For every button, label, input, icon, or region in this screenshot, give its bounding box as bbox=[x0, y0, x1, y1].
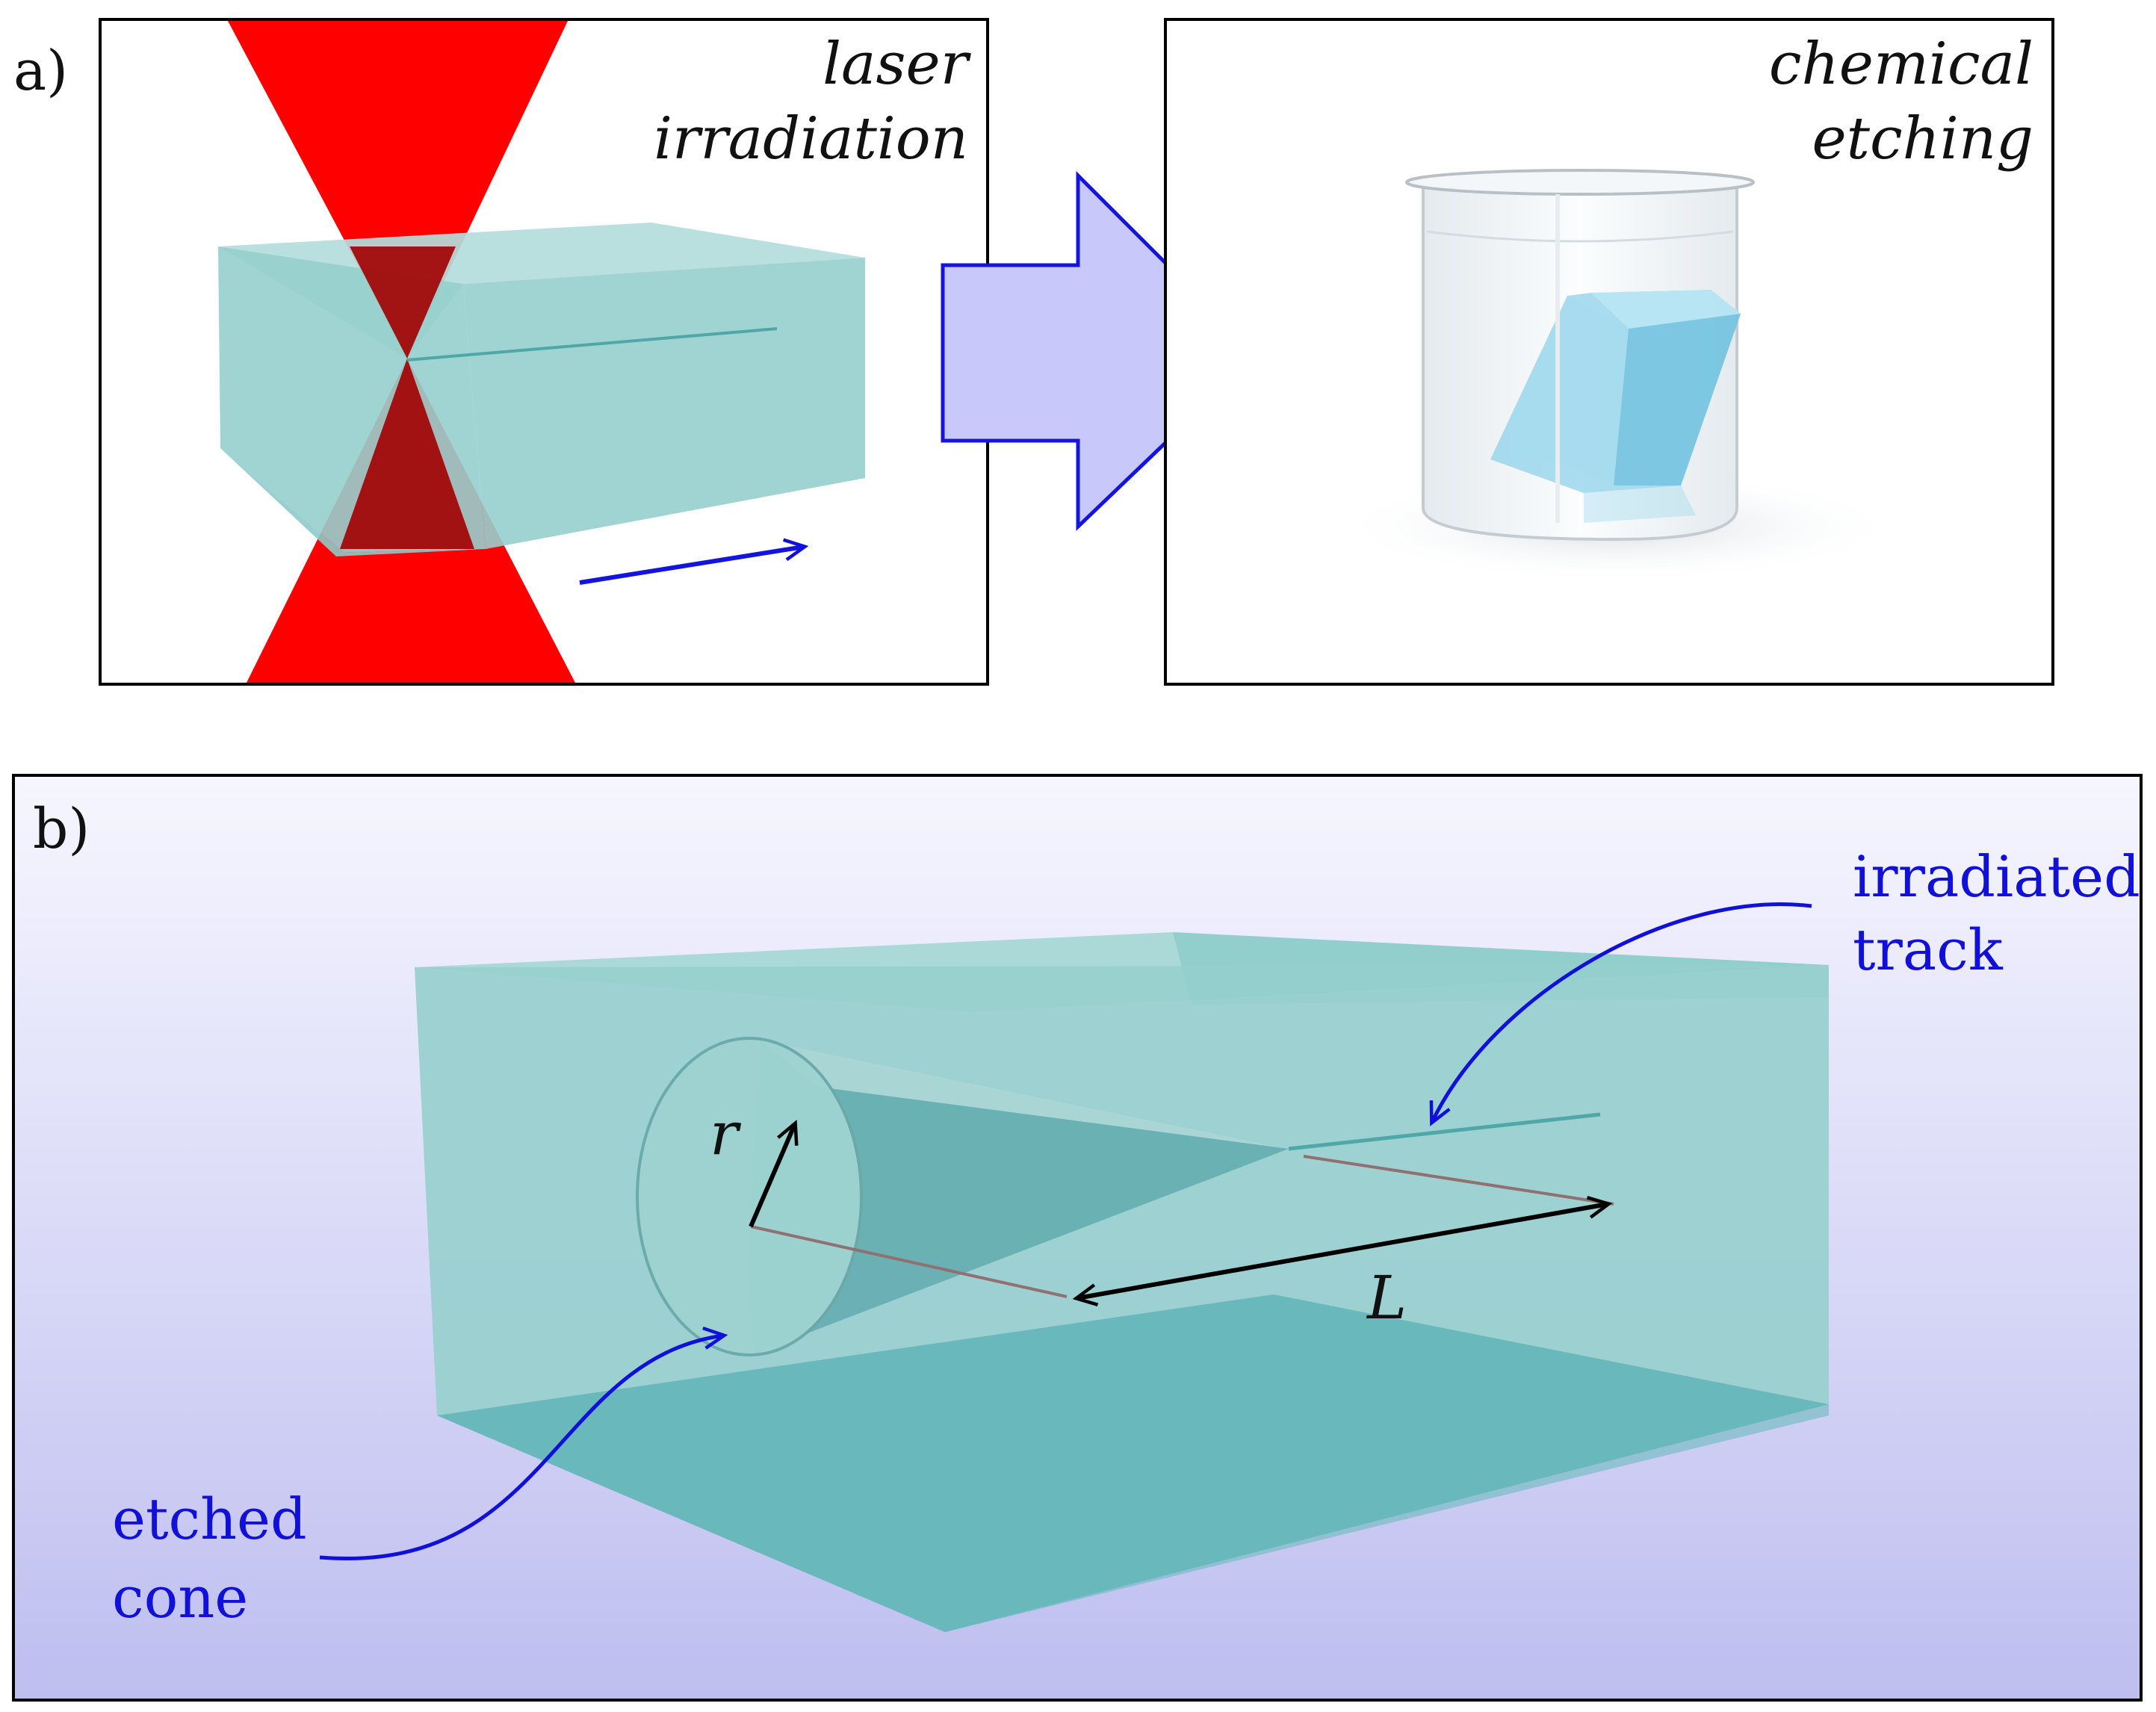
radius-arrow bbox=[749, 1124, 795, 1228]
projection-line-bottom bbox=[750, 1225, 1068, 1298]
length-symbol: L bbox=[1366, 1263, 1407, 1333]
left-title-line2: irradiation bbox=[654, 105, 968, 173]
length-arrow bbox=[1077, 1204, 1608, 1298]
cone-annotation-line1: etched bbox=[112, 1486, 307, 1552]
cone-annotation-arrow bbox=[319, 1336, 723, 1560]
track-annotation-line1: irradiated bbox=[1853, 843, 2140, 910]
right-title-line1: chemical bbox=[1769, 31, 2033, 98]
panel-a-left-box: laser irradiation bbox=[99, 18, 989, 686]
laser-track-a bbox=[406, 327, 778, 362]
scan-direction-arrow bbox=[579, 547, 804, 585]
panel-a-label: a) bbox=[13, 39, 68, 103]
radius-symbol: r bbox=[710, 1099, 742, 1168]
panel-a-right-box: chemical etching bbox=[1164, 18, 2054, 686]
track-annotation-arrow bbox=[1432, 902, 1812, 1122]
left-title-line1: laser bbox=[823, 31, 972, 98]
track-annotation-line2: track bbox=[1853, 917, 2004, 983]
cone-annotation-line2: cone bbox=[112, 1564, 248, 1631]
beaker bbox=[1405, 169, 1755, 542]
panel-b: b) L r irradiated track bbox=[12, 774, 2143, 1702]
right-title-line2: etching bbox=[1812, 105, 2033, 173]
laser-focus-overlap bbox=[340, 246, 474, 549]
irradiated-track-b bbox=[1288, 1112, 1601, 1151]
panel-b-label: b) bbox=[33, 797, 90, 861]
etched-cone bbox=[636, 1037, 1289, 1356]
